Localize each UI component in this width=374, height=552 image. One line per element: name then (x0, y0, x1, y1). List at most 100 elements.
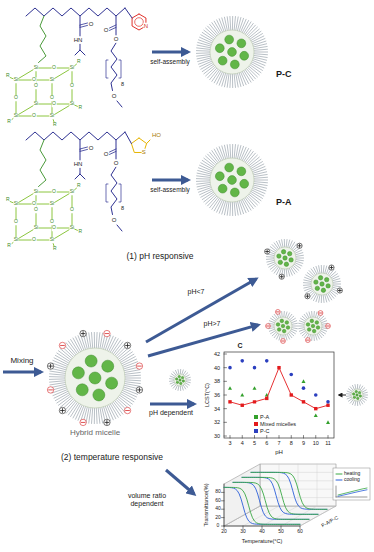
micelle-core (65, 348, 125, 408)
corona-chain (282, 239, 284, 248)
process-arrow (150, 403, 194, 406)
axis-tick-label: 6 (265, 440, 268, 446)
poss-core-dot (225, 163, 234, 172)
charge-sign (307, 295, 308, 298)
corona-chain (91, 407, 92, 424)
axis-tick (291, 436, 292, 439)
atom-label: O (32, 237, 37, 243)
inset-cooling-line (338, 490, 367, 497)
data-point (314, 414, 318, 418)
corona-chain (328, 292, 334, 299)
atom-label: R (6, 74, 10, 80)
charge-sign (281, 275, 282, 278)
bond (125, 8, 132, 18)
charge-symbol (59, 407, 65, 413)
axis-tick (315, 436, 316, 439)
atom-label: Si (33, 189, 38, 195)
atom-label: R (6, 198, 10, 204)
poss-core-dot (282, 329, 286, 333)
cooling-curve (233, 482, 309, 519)
corona-chain (124, 378, 141, 379)
axis-tick-label: 9 (302, 440, 305, 446)
poss-core-dot (76, 384, 88, 396)
atom-label: O (111, 217, 116, 224)
poss-core-dot (318, 276, 322, 280)
poss-core-dot (175, 378, 177, 380)
corona-chain (313, 293, 317, 301)
atom-label: O (88, 145, 93, 152)
data-point (277, 366, 280, 369)
axis-tick (328, 436, 329, 439)
node-label: P-C (276, 70, 292, 80)
poss-core-dot (315, 286, 319, 290)
atom-label: N (143, 23, 148, 30)
data-point (228, 386, 232, 390)
corona-chain (50, 382, 67, 385)
data-point (290, 393, 293, 396)
poss-core-dot (225, 35, 234, 44)
corona-chain (224, 145, 227, 160)
polymer-backbone (26, 132, 125, 140)
data-point (326, 404, 329, 407)
poss-core-dot (85, 355, 97, 367)
atom-label: Si (69, 189, 74, 195)
process-arrow (148, 325, 258, 356)
poss-core-dot (237, 167, 246, 176)
node-label: P-A (276, 198, 292, 208)
corona-chain (236, 201, 239, 216)
corona-chain (229, 16, 231, 31)
charge-symbol (265, 249, 270, 254)
poss-core-dot (230, 188, 239, 197)
corona-chain (323, 265, 325, 274)
corona-chain (295, 258, 304, 259)
micelle (47, 330, 142, 425)
corona-chain (252, 57, 267, 60)
charge-sign (331, 266, 332, 269)
axis-tick (281, 526, 282, 529)
charge-sign (83, 332, 84, 336)
repeat-count: 8 (121, 205, 124, 211)
linker-chain (39, 16, 47, 63)
data-point (241, 404, 244, 407)
atom-label: O (14, 95, 19, 101)
legend-label: heating (344, 471, 360, 477)
axis-tick (222, 500, 225, 501)
atom-label: R (7, 243, 11, 249)
axis-tick (230, 436, 231, 439)
process-arrow (166, 470, 194, 494)
corona-chain (232, 16, 233, 31)
axis-tick-label: 34 (214, 406, 220, 412)
micelle-node: P-A (196, 144, 308, 220)
atom-label: O (52, 65, 57, 71)
atom-label: O (34, 83, 39, 89)
charge-symbol (80, 419, 86, 425)
legend-line-sample (336, 480, 342, 481)
bond (110, 27, 117, 30)
chart-side-wall (224, 464, 260, 526)
data-point (302, 386, 306, 390)
corona-chain (232, 144, 233, 159)
corona-chain (227, 73, 229, 88)
micelle-graphic (196, 16, 308, 92)
atom-label: O (88, 21, 93, 28)
poss-core-dot (181, 376, 183, 378)
corona-chain (332, 285, 341, 286)
corona-chain (114, 343, 125, 356)
corona-chain (49, 376, 66, 378)
corona-chain (58, 351, 72, 361)
corona-chain (303, 280, 312, 282)
corona-chain (295, 253, 304, 256)
atom-label: Si (49, 113, 54, 119)
cooling-curve (224, 487, 300, 524)
grid-line (260, 480, 336, 481)
charge-symbol (124, 342, 130, 348)
atom-label: Si (13, 113, 18, 119)
corona-chain (118, 349, 131, 360)
corona-chain (196, 48, 211, 50)
charge-sign (127, 344, 128, 348)
corona-chain (197, 170, 211, 174)
corona-chain (98, 407, 100, 424)
corona-chain (319, 294, 321, 303)
